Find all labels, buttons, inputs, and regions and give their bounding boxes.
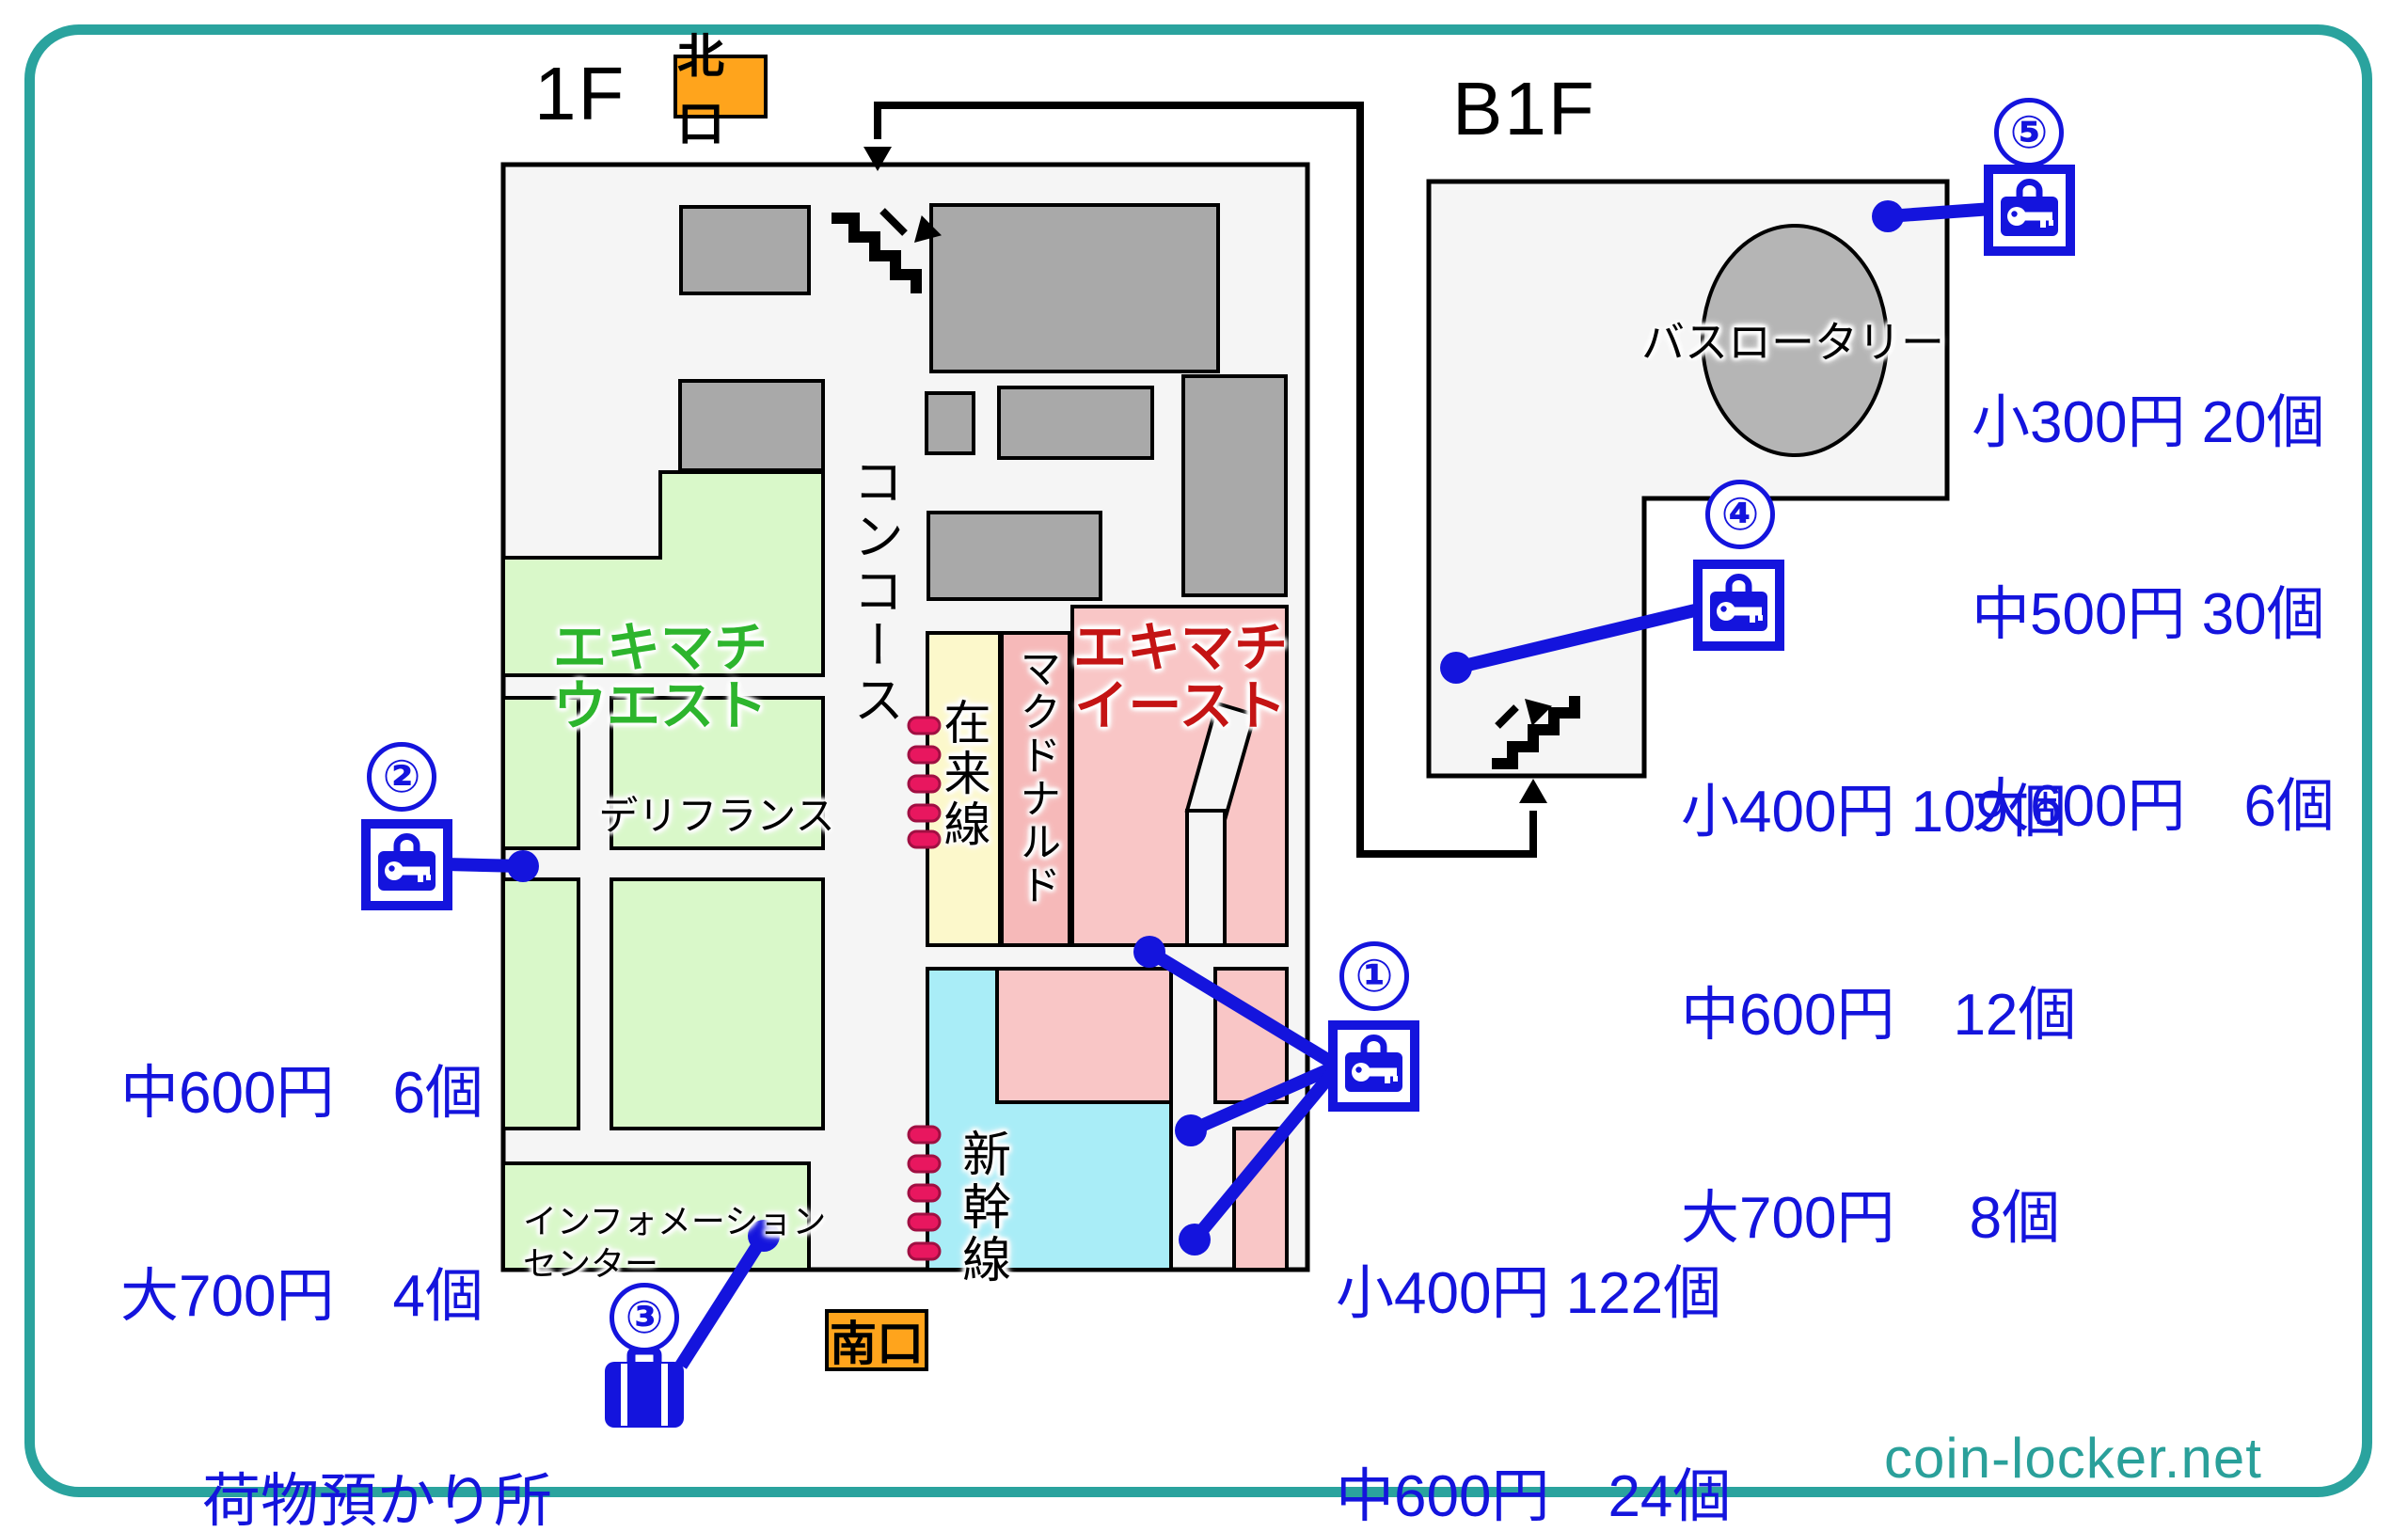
location-dot bbox=[1440, 652, 1472, 684]
ticket-gate-icon bbox=[907, 1212, 942, 1232]
ticket-gate-icon bbox=[907, 803, 942, 823]
page-frame bbox=[24, 24, 2372, 1497]
ticket-gate-icon bbox=[907, 774, 942, 794]
mcdonalds-label: マクドナルド bbox=[1013, 647, 1060, 907]
location-dot bbox=[1179, 1224, 1211, 1256]
ticket-gate-icon bbox=[907, 1183, 942, 1203]
green-block bbox=[501, 877, 580, 1130]
pink-block bbox=[1070, 605, 1289, 947]
location-dot bbox=[1175, 1114, 1207, 1146]
conventional-line-label: 在来線 bbox=[937, 698, 990, 850]
green-block bbox=[501, 470, 825, 677]
locker-2-prices: 中600円 6個 大700円 4個 bbox=[120, 1061, 483, 1329]
locker-number-1: ① bbox=[1339, 941, 1409, 1011]
south-exit-badge: 南口 bbox=[825, 1309, 928, 1371]
ekimachi-west-blocks bbox=[501, 470, 825, 1271]
concourse-label: コンコース bbox=[845, 455, 902, 728]
bus-rotary-circle bbox=[1701, 224, 1889, 457]
north-exit-badge: 北口 bbox=[673, 30, 768, 150]
ekimachi-east-label-2: イースト bbox=[1074, 676, 1287, 736]
ticket-gate-icon bbox=[907, 1125, 942, 1145]
locker-number-4: ④ bbox=[1705, 480, 1775, 549]
ticket-gate-icon bbox=[907, 745, 942, 765]
building-block bbox=[925, 391, 975, 455]
building-block bbox=[997, 386, 1154, 460]
ekimachi-west-label-1: エキマチ bbox=[553, 618, 768, 678]
delifrance-block bbox=[610, 696, 825, 850]
luggage-storage-title: 荷物預かり所 bbox=[202, 1469, 553, 1532]
delifrance-label: デリフランス bbox=[598, 794, 835, 838]
building-block bbox=[679, 205, 811, 295]
locker-number-2: ② bbox=[367, 742, 436, 812]
green-block bbox=[610, 877, 825, 1130]
stairs-1f-icon bbox=[832, 208, 942, 293]
building-block bbox=[927, 511, 1102, 601]
locker-number-3: ③ bbox=[610, 1283, 679, 1352]
building-blocks-1f bbox=[678, 203, 1288, 601]
floor-label-1f: 1F bbox=[534, 52, 626, 135]
ticket-gates-conventional bbox=[907, 716, 942, 849]
ticket-gate-icon bbox=[907, 1241, 942, 1261]
route-path bbox=[874, 102, 1537, 858]
locker-5-prices: 小300円 20個 中500円 30個 大600円 6個 bbox=[1972, 390, 2335, 839]
locker-4-prices: 小400円 109個 中600円 12個 大700円 8個 bbox=[1681, 780, 2077, 1251]
locker-number-5: ⑤ bbox=[1994, 98, 2064, 167]
coin-locker-icon-4 bbox=[1698, 564, 1780, 646]
arrow-up-icon bbox=[1519, 779, 1547, 803]
green-block bbox=[501, 696, 580, 850]
shinkansen-label: 新幹線 bbox=[954, 1129, 1009, 1287]
building-block bbox=[1181, 374, 1288, 597]
pink-block bbox=[995, 967, 1173, 1104]
bus-rotary-label: バスロータリー bbox=[1641, 318, 1944, 367]
location-dot bbox=[1872, 200, 1904, 232]
stairs-b1f-icon bbox=[1492, 688, 1580, 769]
ticket-gate-icon bbox=[907, 1154, 942, 1174]
suitcase-icon bbox=[605, 1346, 684, 1428]
locker-1-prices: 小400円 122個 中600円 24個 大700円 11個 bbox=[1336, 1261, 1732, 1529]
site-watermark: coin-locker.net bbox=[1884, 1427, 2262, 1490]
ekimachi-west-label-2: ウエスト bbox=[553, 676, 768, 736]
building-block bbox=[929, 203, 1220, 373]
corridor bbox=[1185, 809, 1227, 947]
location-dot bbox=[748, 1220, 780, 1252]
coin-locker-icon-1 bbox=[1333, 1025, 1415, 1107]
mcdonalds-strip bbox=[1000, 631, 1071, 947]
luggage-storage-info: 荷物預かり所 小500円 大800円 bbox=[202, 1290, 552, 1532]
information-center-label: インフォメーション センター bbox=[523, 1202, 827, 1283]
location-dot bbox=[507, 850, 539, 882]
coin-locker-icon-2 bbox=[366, 824, 448, 906]
ticket-gate-icon bbox=[907, 716, 942, 735]
coin-locker-icon-5 bbox=[1988, 169, 2070, 251]
locker-connectors bbox=[445, 200, 1993, 1369]
building-block bbox=[678, 379, 825, 472]
ticket-gate-icon bbox=[907, 829, 942, 849]
floor-label-b1f: B1F bbox=[1452, 67, 1596, 150]
location-dot bbox=[1133, 936, 1165, 968]
ekimachi-east-label-1: エキマチ bbox=[1073, 618, 1288, 678]
ticket-gates-shinkansen bbox=[907, 1125, 942, 1261]
